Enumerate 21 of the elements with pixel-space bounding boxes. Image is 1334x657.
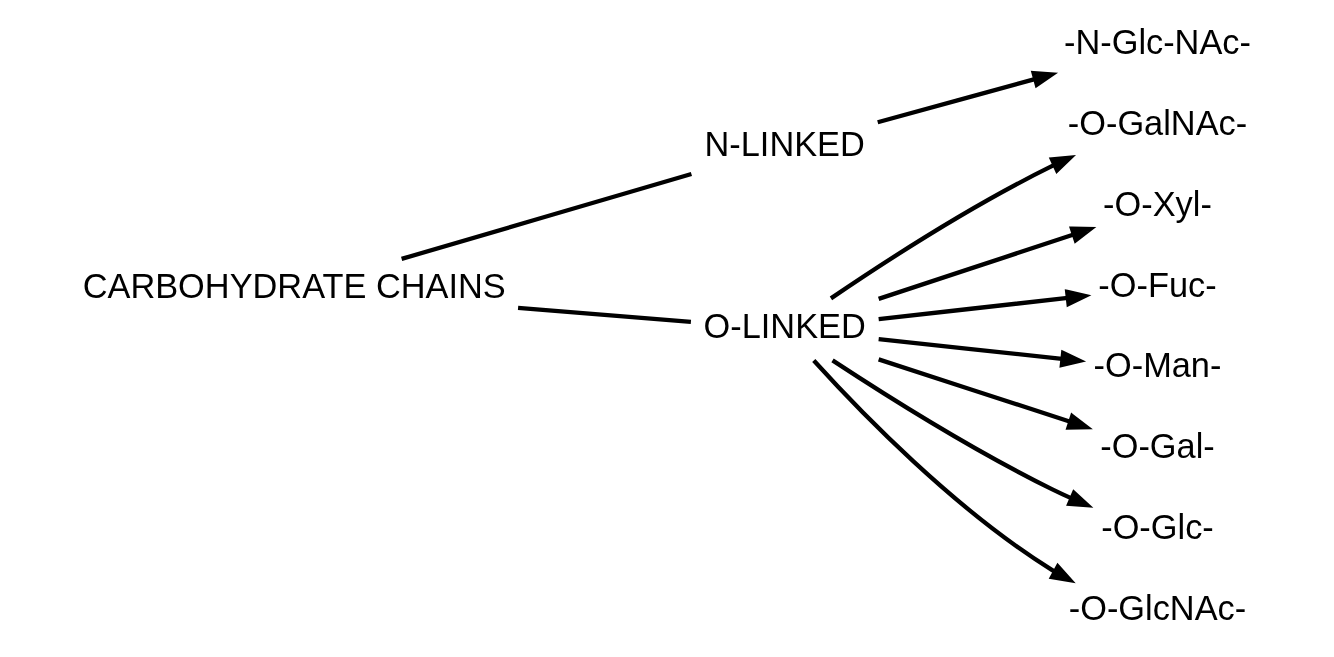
node-text: -O-Gal- [1100, 427, 1215, 466]
arrow [878, 357, 1093, 430]
node-text: -O-Fuc- [1098, 265, 1217, 304]
arrow [878, 337, 1087, 368]
arrow [878, 226, 1097, 301]
arrow [877, 70, 1059, 125]
node-text: -O-GlcNAc- [1068, 588, 1247, 627]
node-text: -O-Glc- [1101, 507, 1214, 546]
node-text: CARBOHYDRATE CHAINS [82, 267, 506, 306]
node-text: N-LINKED [704, 124, 865, 163]
node-text: O-LINKED [703, 306, 866, 345]
arrow [812, 359, 1076, 584]
node-text: -O-Man- [1093, 346, 1222, 385]
node-text: -N-Glc-NAc- [1064, 23, 1251, 62]
connector [517, 305, 692, 325]
node-text: -O-Xyl- [1103, 184, 1212, 223]
arrow [829, 155, 1077, 301]
node-text: -O-GalNAc- [1067, 104, 1248, 143]
arrow [878, 289, 1092, 322]
arrow [831, 358, 1094, 508]
connector [401, 172, 692, 261]
